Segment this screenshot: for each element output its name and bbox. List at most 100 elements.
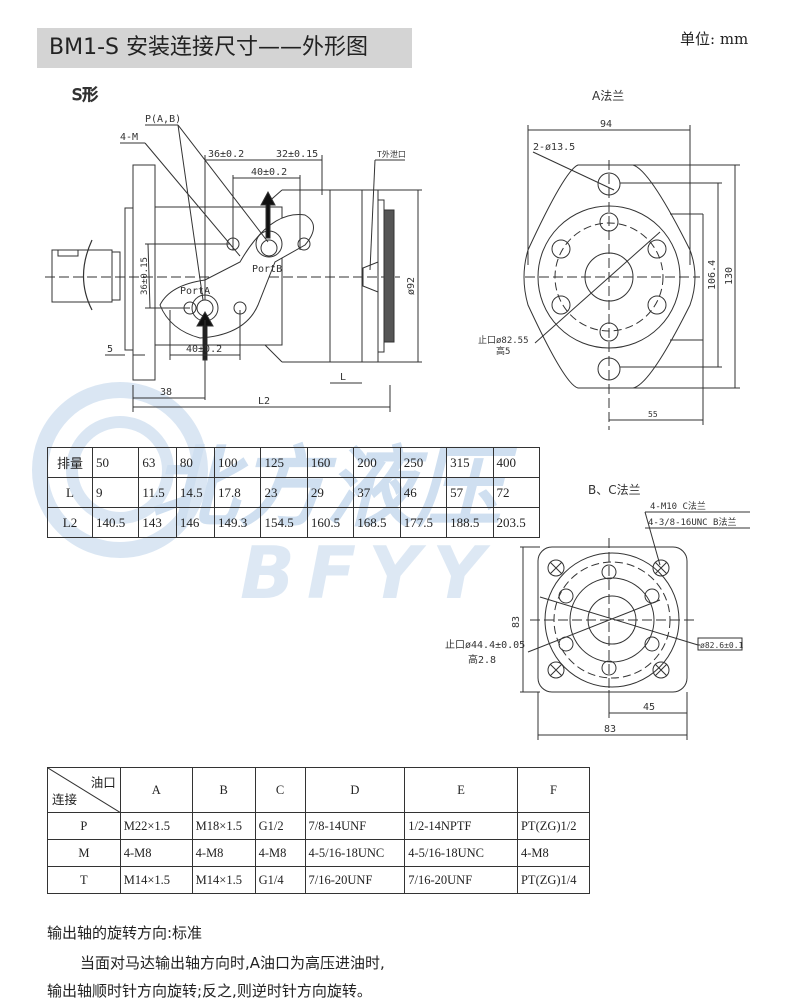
dim-5: 5 (107, 344, 113, 355)
shaft (51, 249, 113, 303)
dim-32: 32±0.15 (276, 149, 318, 160)
table-row: L2 140.5 143 146 149.3 154.5 160.5 168.5… (47, 507, 541, 538)
table-cell: 160.5 (306, 507, 355, 538)
pcd-label: ø82.6±0.1 (700, 641, 744, 650)
dim-38: 38 (160, 387, 172, 398)
column-header: D (304, 767, 406, 813)
table-cell: 1/2-14NPTF (404, 812, 518, 840)
dim-40-bottom: 40±0.2 (186, 344, 222, 355)
corner-bottom: 连接 (52, 793, 78, 807)
rotation-note-line-2: 输出轴顺时针方向旋转;反之,则逆时针方向旋转。 (47, 982, 372, 1000)
table-cell: M14×1.5 (119, 866, 193, 894)
table-cell: 4-M8 (191, 839, 256, 867)
table-cell: 29 (306, 477, 355, 508)
table-row: 排量 50 63 80 100 125 160 200 250 315 400 (47, 447, 541, 478)
row-header: L (47, 477, 93, 508)
table-cell: 46 (399, 477, 448, 508)
table-cell: PT(ZG)1/2 (516, 812, 591, 840)
dim-45: 45 (643, 702, 655, 713)
table-cell: 100 (214, 447, 262, 478)
table-cell: 4-5/16-18UNC (404, 839, 518, 867)
unit-label: 单位: mm (680, 30, 749, 48)
table-cell: PT(ZG)1/4 (516, 866, 591, 894)
row-header: L2 (47, 507, 93, 538)
dim-36-vertical: 36±0.15 (140, 257, 150, 295)
table-cell: 17.8 (214, 477, 262, 508)
dim-l: L (340, 372, 346, 383)
column-header: F (516, 767, 591, 813)
column-header: B (191, 767, 256, 813)
table-cell: 140.5 (91, 507, 140, 538)
corner-top: 油口 (90, 776, 116, 790)
rotation-note-line-1: 当面对马达输出轴方向时,A油口为高压进油时, (80, 954, 385, 972)
table-cell: 7/8-14UNF (304, 812, 406, 840)
flange-a-label: A法兰 (592, 89, 624, 103)
spigot-a-label: 止口ø82.55 (478, 334, 529, 346)
table-cell: 9 (91, 477, 140, 508)
table-cell: M22×1.5 (119, 812, 193, 840)
spigot-bc-height: 高2.8 (468, 653, 496, 666)
spigot-bc-label: 止口ø44.4±0.05 (445, 639, 525, 651)
table-cell: 200 (353, 447, 401, 478)
table-cell: 188.5 (446, 507, 494, 538)
column-header: E (404, 767, 518, 813)
table-cell: 400 (492, 447, 541, 478)
table-cell: 14.5 (175, 477, 216, 508)
table-row: T M14×1.5 M14×1.5 G1/4 7/16-20UNF 7/16-2… (47, 866, 591, 894)
table-cell: 7/16-20UNF (404, 866, 518, 894)
table-cell: 149.3 (214, 507, 262, 538)
port-b-arrow (260, 190, 276, 239)
dim-l2: L2 (258, 396, 270, 407)
table-cell: G1/2 (254, 812, 306, 840)
table-cell: 11.5 (138, 477, 177, 508)
table-row: P M22×1.5 M18×1.5 G1/2 7/8-14UNF 1/2-14N… (47, 812, 591, 840)
column-header: C (254, 767, 306, 813)
table-cell: 72 (492, 477, 541, 508)
table-cell: 143 (138, 507, 177, 538)
port-b-label: PortB (252, 264, 282, 275)
mount-thread-label: 4-M (120, 132, 138, 143)
displacement-table: 排量 50 63 80 100 125 160 200 250 315 400 … (47, 447, 541, 538)
table-cell: 80 (175, 447, 216, 478)
table-cell: 4-M8 (119, 839, 193, 867)
table-cell: 57 (446, 477, 494, 508)
row-header: 排量 (47, 447, 93, 478)
rotation-arrow (83, 239, 93, 311)
table-cell: G1/4 (254, 866, 306, 894)
table-cell: 7/16-20UNF (304, 866, 406, 894)
flange-bc-note-2: 4-3/8-16UNC B法兰 (648, 516, 736, 528)
rotation-note-title: 输出轴的旋转方向:标准 (47, 924, 203, 942)
table-cell: 154.5 (260, 507, 308, 538)
table-cell: 203.5 (492, 507, 541, 538)
table-cell: 125 (260, 447, 308, 478)
side-view-label: S形 (72, 85, 98, 104)
end-cap (383, 209, 395, 343)
corner-diagonal (48, 768, 121, 813)
table-cell: M14×1.5 (191, 866, 256, 894)
spigot-a-height: 高5 (496, 345, 510, 357)
table-cell: 23 (260, 477, 308, 508)
row-header: P (47, 812, 121, 840)
table-cell: 37 (353, 477, 401, 508)
page-title: BM1-S 安装连接尺寸——外形图 (37, 28, 412, 68)
table-cell: 63 (138, 447, 177, 478)
flange-bc-view (520, 511, 750, 740)
table-cell: 146 (175, 507, 216, 538)
dim-106-4: 106.4 (707, 260, 718, 290)
port-table: 油口 连接 A B C D E F P M22×1.5 M18×1.5 G1/2… (47, 767, 591, 894)
table-cell: 315 (446, 447, 494, 478)
dim-2-d13-5: 2-ø13.5 (533, 142, 575, 153)
table-row: M 4-M8 4-M8 4-M8 4-5/16-18UNC 4-5/16-18U… (47, 839, 591, 867)
column-header: A (119, 767, 193, 813)
dim-83-horizontal: 83 (604, 724, 616, 735)
pilot-plate (124, 207, 134, 351)
table-row: L 9 11.5 14.5 17.8 23 29 37 46 57 72 (47, 477, 541, 508)
row-header: T (47, 866, 121, 894)
row-header: M (47, 839, 121, 867)
dim-d92: ø92 (406, 277, 417, 295)
side-view: S形 (45, 85, 422, 412)
table-header-row: 油口 连接 A B C D E F (47, 767, 591, 813)
t-port-label: T外泄口 (377, 149, 406, 159)
table-cell: 4-M8 (254, 839, 306, 867)
dim-40-top: 40±0.2 (251, 167, 287, 178)
